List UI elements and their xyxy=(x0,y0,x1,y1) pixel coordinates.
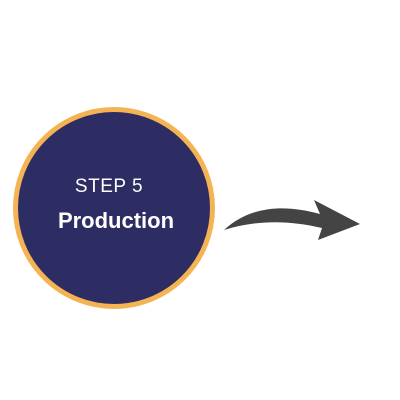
curved-arrow-right-icon xyxy=(224,200,360,240)
step-title: Production xyxy=(57,207,175,233)
arrow-body xyxy=(224,200,360,240)
step-label: STEP 5 xyxy=(74,175,144,197)
step-circle: STEP 5 Production xyxy=(13,107,215,309)
